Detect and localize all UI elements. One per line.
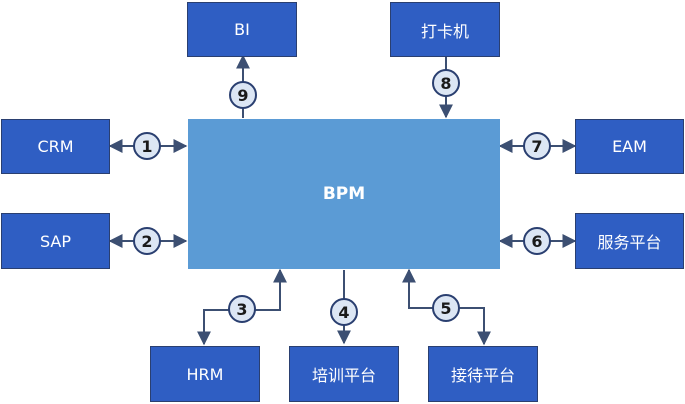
clock-in-machine-box: 打卡机 [390, 2, 500, 57]
connector-badge-3: 3 [228, 295, 256, 323]
hrm-box: HRM [150, 346, 260, 402]
connector-badge-7: 7 [523, 132, 551, 160]
connector-badge-5: 5 [432, 294, 460, 322]
service-platform-box: 服务平台 [575, 213, 684, 269]
connector-badge-6: 6 [523, 227, 551, 255]
bi-box: BI [187, 2, 297, 57]
crm-box: CRM [1, 119, 110, 174]
training-platform-box: 培训平台 [289, 346, 399, 402]
reception-platform-box: 接待平台 [428, 346, 538, 402]
connector-badge-8: 8 [432, 69, 460, 97]
connector-badge-1: 1 [133, 132, 161, 160]
eam-box: EAM [575, 119, 684, 174]
sap-box: SAP [1, 213, 110, 269]
bpm-hub: BPM [188, 119, 500, 269]
connector-badge-4: 4 [330, 298, 358, 326]
connector-badge-2: 2 [133, 227, 161, 255]
connector-badge-9: 9 [229, 81, 257, 109]
